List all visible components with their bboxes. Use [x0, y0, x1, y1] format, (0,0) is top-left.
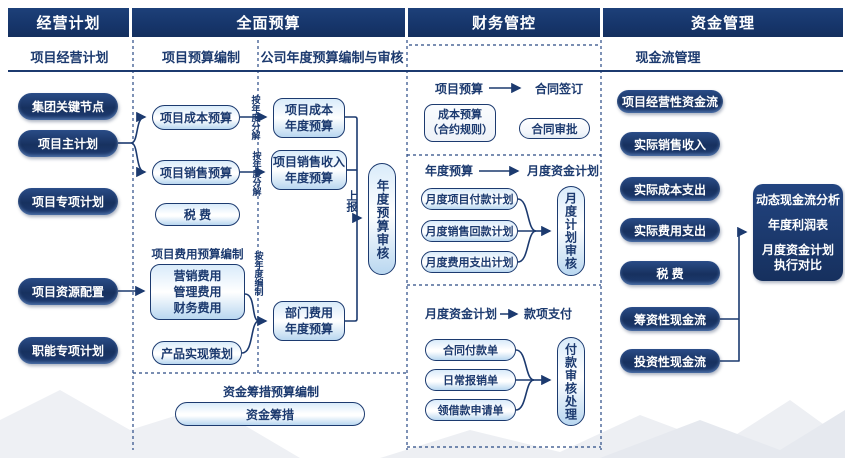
- pill-project-special-plan: 项目专项计划: [18, 188, 118, 215]
- box-fee-items: 营销费用 管理费用 财务费用: [150, 264, 245, 320]
- pill-investing-cashflow: 投资性现金流: [620, 349, 720, 373]
- pill-actual-expense-payout: 实际费用支出: [620, 218, 720, 242]
- pill-label: 付款审核处理: [563, 342, 578, 421]
- analysis-line-3: 月度资金计划 执行对比: [761, 242, 834, 272]
- header-business-planning: 经营计划: [8, 8, 129, 37]
- pill-functional-special-plan: 职能专项计划: [18, 337, 118, 364]
- header-comprehensive-budget: 全面预算: [132, 8, 405, 37]
- pill-project-master-plan: 项目主计划: [18, 130, 118, 157]
- pill-tax-fee-2: 税 费: [620, 261, 720, 285]
- label-project-fee-budgeting: 项目费用预算编制: [151, 249, 244, 261]
- subheader-project-budgeting: 项目预算编制: [161, 49, 240, 65]
- box-project-cost-annual-budget: 项目成本 年度预算: [273, 98, 345, 138]
- pill-monthly-plan-review: 月度计划审核: [557, 186, 585, 276]
- pill-monthly-expense-payout-plan: 月度费用支出计划: [421, 251, 518, 273]
- pill-contract-approval: 合同审批: [519, 118, 590, 139]
- pill-project-operating-cashflow: 项目经营性资金流: [617, 90, 723, 113]
- label-report-up: 上报: [345, 190, 357, 212]
- mountain-watermark: [0, 390, 845, 458]
- label-monthly-fund-plan-2: 月度资金计划: [424, 307, 497, 321]
- box-dynamic-cashflow-analysis: 动态现金流分析 年度利润表 月度资金计划 执行对比: [753, 184, 843, 281]
- pill-monthly-sales-collection-plan: 月度销售回款计划: [421, 220, 518, 242]
- pill-financing-cashflow: 筹资性现金流: [620, 307, 720, 331]
- pill-actual-sales-revenue: 实际销售收入: [620, 132, 720, 156]
- box-department-fee-annual-budget: 部门费用 年度预算: [273, 301, 345, 341]
- pill-label: 年度预算审核: [374, 178, 389, 260]
- label-annual-compile: 按年度编制: [253, 250, 264, 296]
- label-annual-decompose-2: 按年度分解: [251, 150, 262, 196]
- pill-product-realization-plan: 产品实现策划: [152, 341, 242, 365]
- analysis-line-2: 年度利润表: [767, 217, 828, 232]
- pill-payment-review-processing: 付款审核处理: [557, 337, 585, 426]
- label-annual-budget: 年度预算: [424, 164, 473, 178]
- pill-contract-payment-form: 合同付款单: [425, 339, 516, 361]
- pill-actual-cost-payout: 实际成本支出: [620, 177, 720, 201]
- pill-daily-reimbursement-form: 日常报销单: [425, 369, 516, 391]
- pill-tax-fee: 税 费: [155, 203, 240, 226]
- header-label: 财务管控: [471, 15, 536, 32]
- dashed-separators: [132, 40, 602, 450]
- label-funding-budgeting: 资金筹措预算编制: [223, 384, 320, 399]
- analysis-line-1: 动态现金流分析: [755, 192, 840, 207]
- pill-monthly-project-payment-plan: 月度项目付款计划: [421, 188, 518, 210]
- label-annual-decompose-1: 按年度分解: [250, 94, 261, 140]
- pill-annual-budget-review: 年度预算审核: [368, 163, 396, 275]
- header-label: 全面预算: [236, 15, 301, 32]
- pill-fund-raising: 资金筹措: [175, 402, 365, 426]
- subheader-project-business-plan: 项目经营计划: [30, 49, 109, 65]
- pill-project-cost-budget: 项目成本预算: [152, 105, 240, 130]
- header-financial-control: 财务管控: [408, 8, 600, 37]
- pill-loan-application-form: 领借款申请单: [425, 399, 516, 421]
- header-label: 经营计划: [36, 15, 101, 32]
- label-payment: 款项支付: [523, 307, 572, 321]
- pill-project-sales-budget: 项目销售预算: [152, 160, 240, 185]
- box-cost-budget-contract-rules: 成本预算 （合约规则）: [424, 104, 496, 142]
- box-project-sales-revenue-annual-budget: 项目销售收入 年度预算: [271, 150, 347, 190]
- pill-group-key-nodes: 集团关键节点: [18, 93, 118, 120]
- label-project-budget: 项目预算: [434, 82, 483, 96]
- flow-arrows: [118, 82, 748, 411]
- pill-label: 月度计划审核: [563, 192, 578, 270]
- subheader-company-annual-budget: 公司年度预算编制与审核: [260, 49, 404, 65]
- header-label: 资金管理: [690, 15, 755, 32]
- label-monthly-fund-plan: 月度资金计划: [526, 164, 599, 178]
- subheader-cashflow-management: 现金流管理: [635, 49, 701, 65]
- header-fund-management: 资金管理: [603, 8, 843, 37]
- pill-project-resource-allocation: 项目资源配置: [18, 278, 118, 305]
- label-contract-signing: 合同签订: [534, 82, 583, 96]
